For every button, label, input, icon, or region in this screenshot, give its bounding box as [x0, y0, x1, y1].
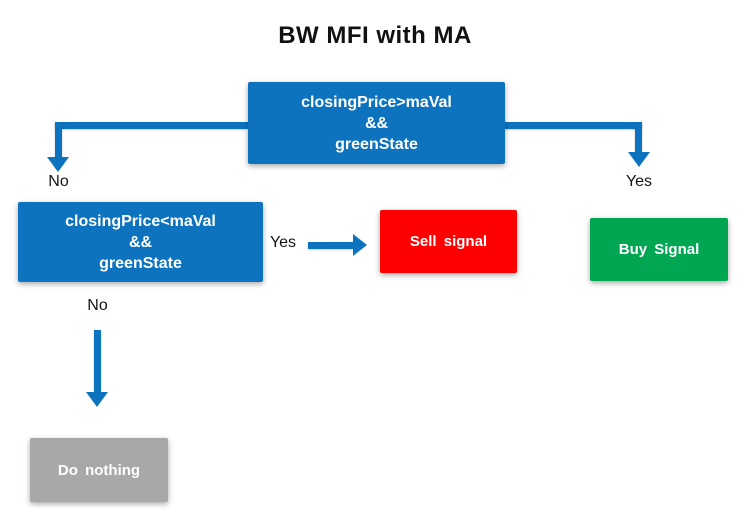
arrow-down-icon — [47, 157, 69, 172]
arrow-right-icon — [353, 234, 367, 256]
branch-label-yes: Yes — [269, 234, 297, 251]
branch-label-no: No — [87, 297, 108, 314]
condition-line: && — [128, 233, 153, 251]
connector-secondary-yes-shaft — [308, 242, 353, 249]
node-label: Do nothing — [57, 461, 141, 479]
connector-primary-yes-horizontal — [505, 122, 642, 129]
connector-primary-no-vertical — [55, 122, 62, 158]
branch-label-no: No — [48, 173, 69, 190]
node-label: Sell signal — [409, 233, 488, 250]
node-buy-signal: Buy Signal — [590, 218, 728, 281]
node-do-nothing: Do nothing — [30, 438, 168, 502]
node-sell-signal: Sell signal — [380, 210, 517, 273]
connector-primary-no-horizontal — [55, 122, 248, 129]
condition-line: closingPrice<maVal — [65, 212, 216, 230]
node-condition-primary: closingPrice>maVal && greenState — [248, 82, 505, 164]
branch-label-yes: Yes — [625, 173, 653, 190]
node-condition-secondary: closingPrice<maVal && greenState — [18, 202, 263, 282]
condition-line: greenState — [335, 135, 418, 153]
connector-primary-yes-vertical — [635, 122, 642, 153]
condition-line: greenState — [99, 254, 182, 272]
arrow-down-icon — [628, 152, 650, 167]
arrow-down-icon — [86, 392, 108, 407]
condition-line: && — [364, 114, 389, 132]
condition-line: closingPrice>maVal — [301, 93, 452, 111]
node-label: Buy Signal — [618, 241, 700, 258]
connector-secondary-no-shaft — [94, 330, 101, 393]
page-title: BW MFI with MA — [278, 22, 472, 49]
